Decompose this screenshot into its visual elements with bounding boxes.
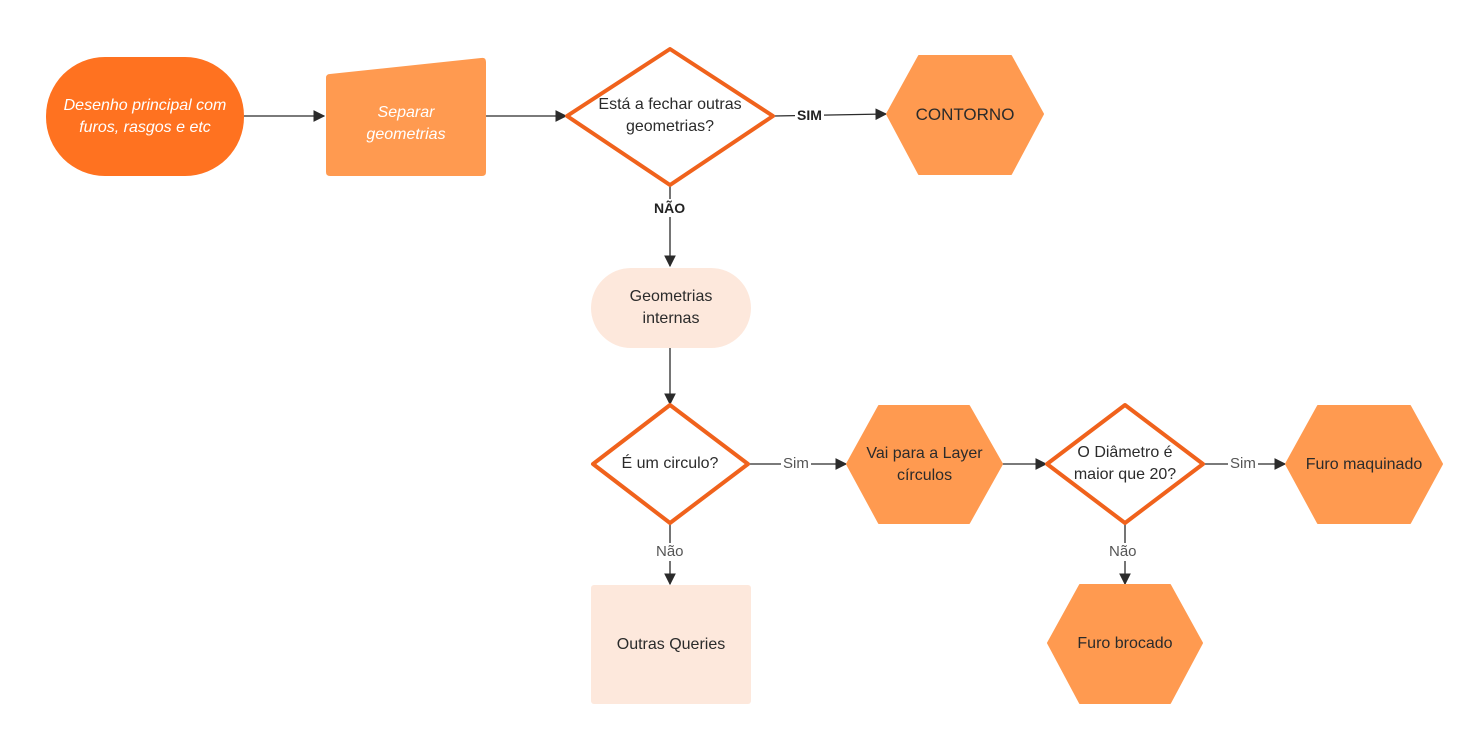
decision-close-shape[interactable] [565, 47, 775, 187]
furo-brocado-hexagon-shape[interactable] [1047, 584, 1203, 704]
separate-process-shape[interactable] [326, 57, 486, 177]
edge-label-circle-no: Não [654, 543, 686, 561]
furo-maquinado-label: Furo maquinado [1305, 455, 1423, 473]
layer-hexagon-shape[interactable] [846, 405, 1003, 524]
furo-brocado-label: Furo brocado [1077, 635, 1173, 652]
internal-geometries-shape[interactable] [591, 268, 751, 348]
decision-circle-shape[interactable] [591, 403, 750, 525]
layer-node-label: Vai para a Layer círculos [866, 444, 983, 484]
outras-queries-shape[interactable] [591, 585, 751, 704]
decision-diameter-label: O Diâmetro é maior que 20? [1073, 444, 1177, 483]
separate-node-label: Separar geometrias [366, 104, 446, 143]
contorno-node-label: CONTORNO [915, 105, 1015, 124]
decision-diameter-shape[interactable] [1045, 403, 1205, 525]
furo-maquinado-hexagon-shape[interactable] [1285, 405, 1443, 524]
internal-node-label: Geometrias internas [629, 288, 713, 327]
edge-label-diameter-no: Não [1107, 543, 1139, 561]
decision-close-label: Está a fechar outras geometrias? [598, 96, 742, 135]
edge-decision-to-contorno [773, 108, 888, 121]
start-terminator-shape[interactable] [46, 57, 244, 176]
edge-label-circle-yes: Sim [781, 455, 811, 473]
decision-circle-label: É um circulo? [621, 455, 719, 472]
contorno-hexagon-shape[interactable] [886, 55, 1044, 175]
start-node-label: Desenho principal com furos, rasgos e et… [63, 96, 227, 136]
edge-label-diameter-yes: Sim [1228, 455, 1258, 473]
outras-queries-label: Outras Queries [616, 635, 726, 653]
edge-label-close-yes: SIM [795, 106, 824, 124]
edge-label-close-no: NÃO [652, 199, 688, 217]
